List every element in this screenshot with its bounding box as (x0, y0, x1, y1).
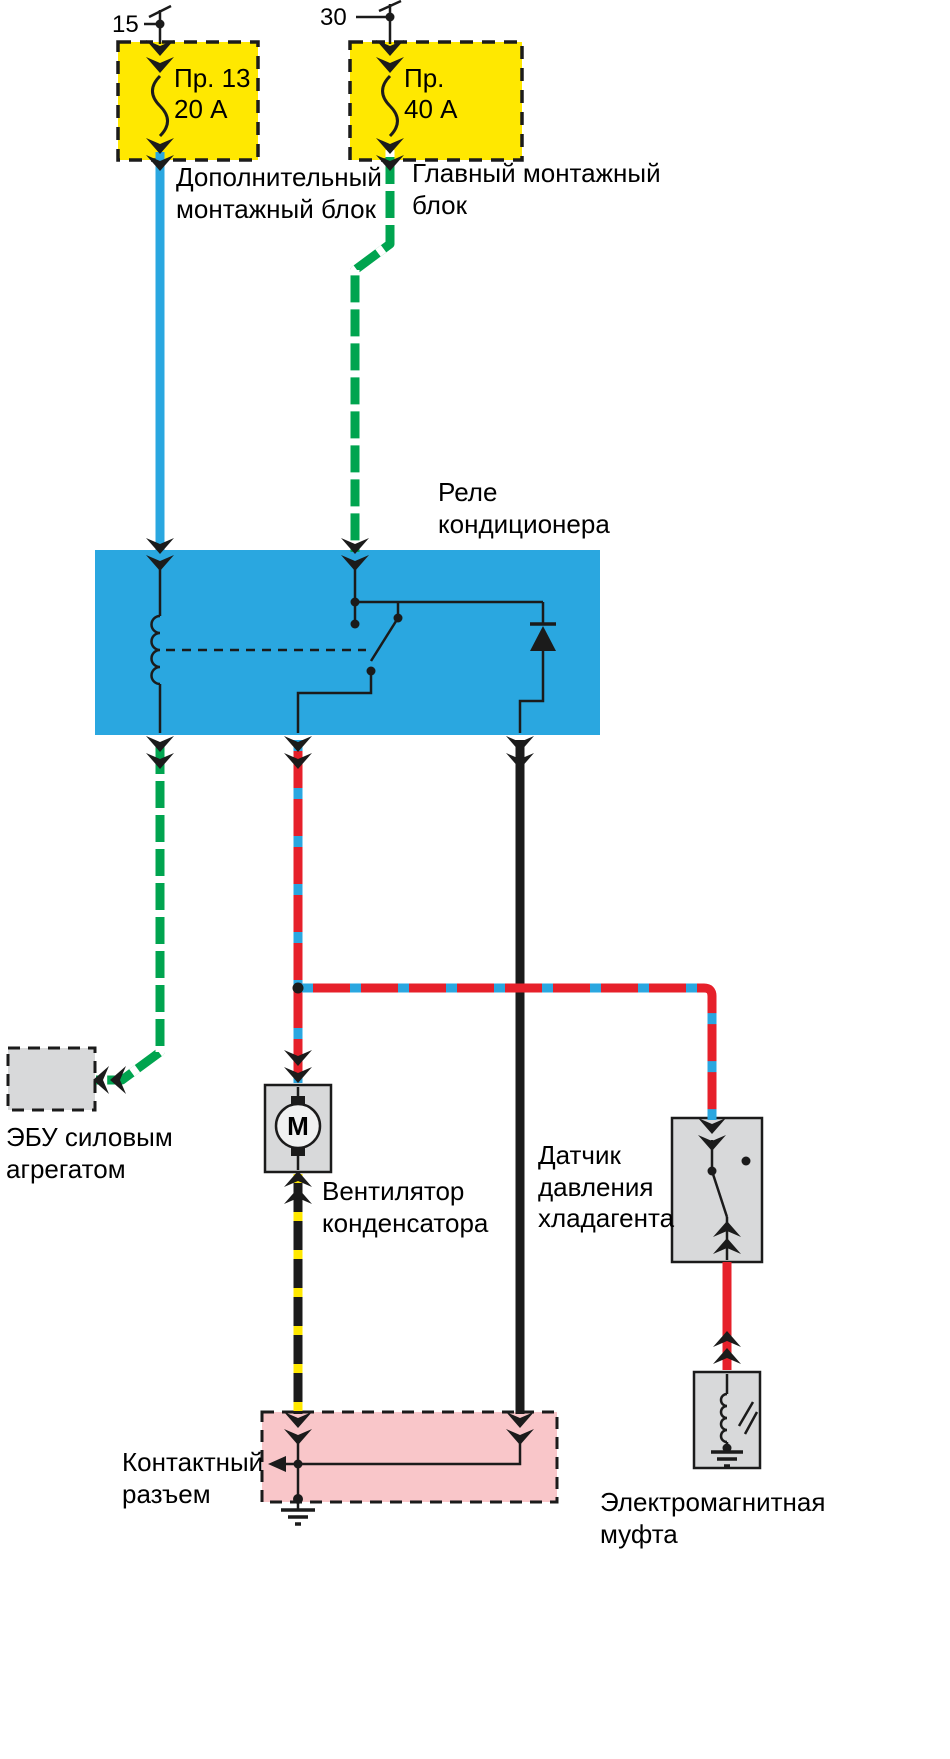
ground-symbol-connector (281, 1494, 315, 1526)
label-main-block: Главный монтажный блок (412, 158, 661, 220)
wire-junction-dot (292, 982, 304, 994)
fuse-1-symbol (151, 74, 169, 138)
label-terminal-15: 15 (112, 11, 139, 38)
motor-letter: М (287, 1111, 309, 1141)
relay-coil-symbol (150, 565, 366, 733)
label-pressure-sensor: Датчик давления хладагента (538, 1140, 675, 1234)
wire-green-fuse-to-relay (350, 150, 395, 552)
label-condenser-fan: Вентилятор конденсатора (322, 1176, 489, 1238)
relay-switch-symbol (296, 565, 543, 733)
label-aux-block: Дополнительный монтажный блок (176, 162, 382, 224)
fuse-2-symbol (381, 74, 399, 138)
ac-relay-box (95, 550, 600, 735)
ecu-box (6, 1046, 97, 1112)
terminal-15-symbol (144, 4, 172, 44)
terminal-30-symbol (356, 0, 402, 44)
wire-green-relay-to-ecu (96, 740, 165, 1085)
label-terminal-30: 30 (320, 4, 347, 31)
ground-symbol-clutch (711, 1443, 743, 1468)
label-ac-relay: Реле кондиционера (438, 477, 610, 539)
label-ecu: ЭБУ силовым агрегатом (6, 1122, 173, 1184)
relay-diode-symbol (518, 602, 556, 733)
label-fuse-1: Пр. 13 20 А (174, 63, 251, 124)
aux-fuse-box (116, 40, 260, 162)
clutch-coil-symbol (719, 1374, 759, 1448)
fan-motor-symbol: М (274, 1087, 322, 1170)
wire-red-branch-to-sensor (292, 982, 717, 1120)
label-fuse-2: Пр. 40 А (404, 63, 458, 124)
pressure-switch-symbol (707, 1140, 751, 1260)
contact-connector-box (260, 1410, 559, 1504)
label-contact-connector: Контактный разъем (122, 1447, 264, 1509)
label-em-clutch: Электромагнитная муфта (600, 1487, 826, 1549)
connector-internal-wiring (268, 1443, 522, 1500)
